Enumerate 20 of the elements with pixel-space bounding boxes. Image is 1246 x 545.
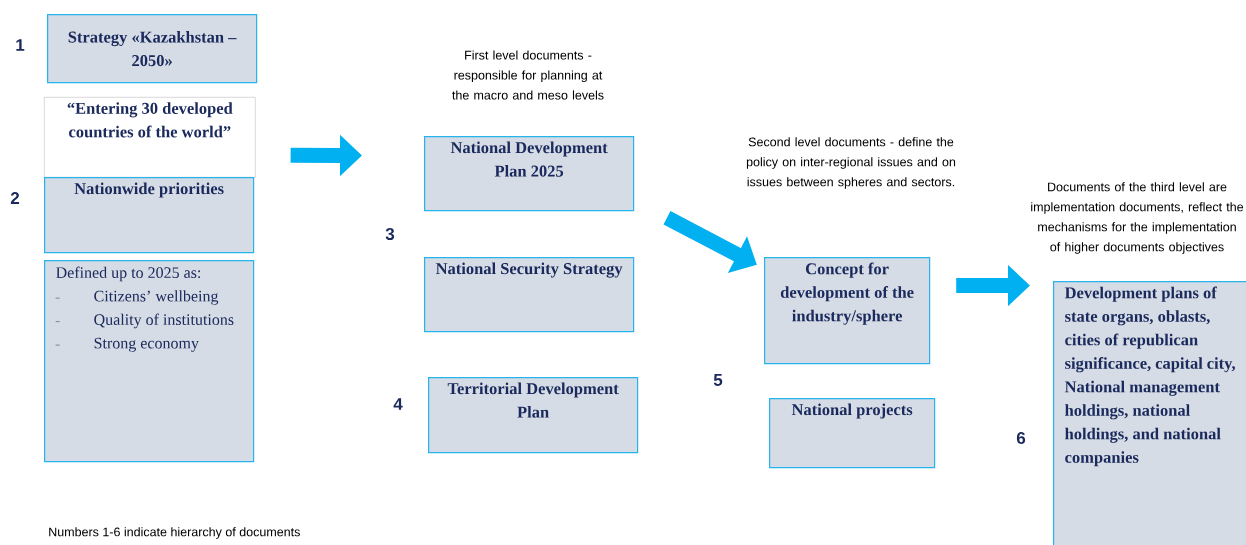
document-box: National Development Plan 2025	[424, 136, 635, 212]
document-box: Nationwide priorities	[44, 177, 255, 254]
document-box: Strategy «Kazakhstan – 2050»	[47, 14, 258, 84]
document-box: Territorial Development Plan	[428, 377, 639, 454]
level-number: 5	[713, 374, 723, 386]
level-description: Second level documents - define the policy on inter-regional issues and on issues between spheres and sectors.	[746, 137, 956, 189]
level-description: Documents of the third level are implementation documents, reflect the mechanisms for the implementation of higher documents objectives	[1031, 182, 1244, 254]
level-description: First level documents - responsible for planning at the macro and meso levels	[452, 50, 604, 100]
document-box: Concept for development of the industry/sphere	[764, 257, 931, 365]
footnote: Numbers 1-6 indicate hierarchy of documents	[49, 527, 300, 539]
level-number: 2	[10, 192, 20, 204]
document-box: Defined up to 2025 as: Citizens’ wellbeing Quality of institutions Strong economy	[44, 260, 255, 463]
document-box: National projects	[769, 398, 936, 469]
document-box: National Security Strategy	[424, 257, 635, 333]
level-number: 1	[16, 39, 25, 51]
level-number: 4	[393, 398, 403, 410]
document-box: Development plans of state organs, oblasts, cities of republican significance, capital city, National management holdings, national holdings, and national companies	[1053, 281, 1246, 545]
document-box: “Entering 30 developed countries of the world”	[44, 97, 256, 178]
level-number: 3	[385, 227, 395, 240]
level-number: 6	[1016, 431, 1026, 444]
